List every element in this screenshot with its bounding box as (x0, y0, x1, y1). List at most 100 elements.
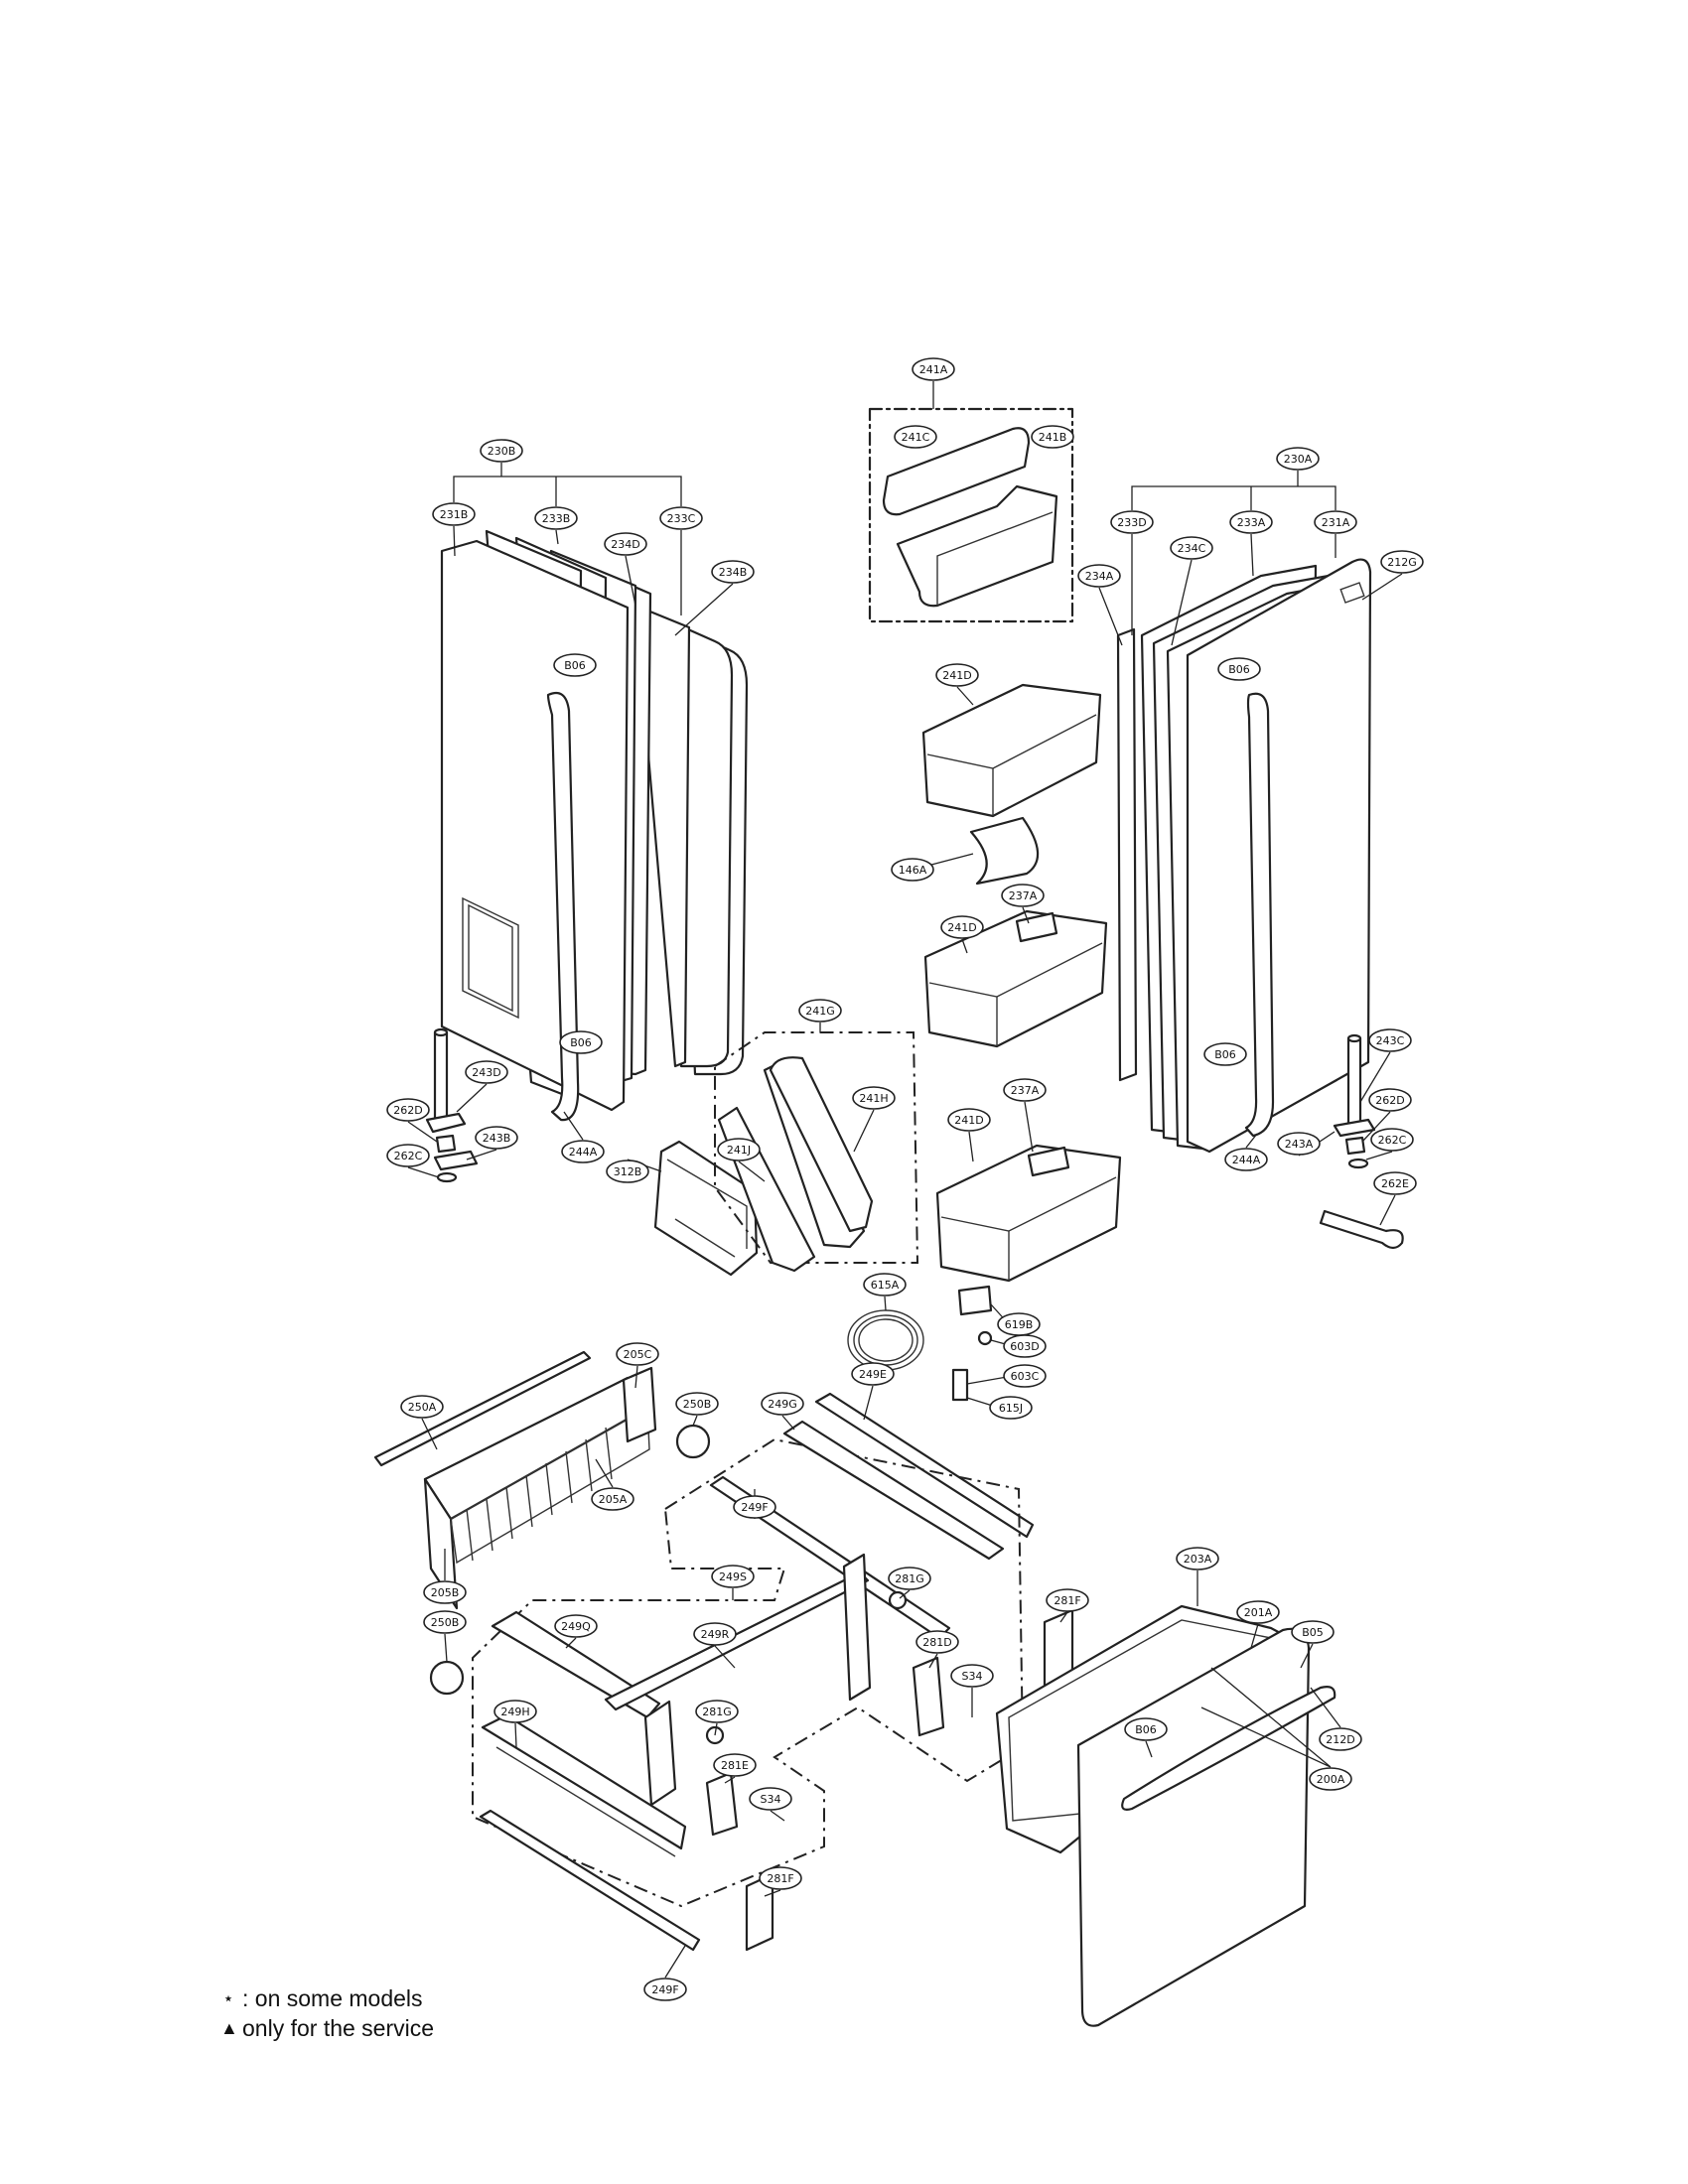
callout-241a: 241A (912, 357, 955, 381)
svg-text:230B: 230B (488, 445, 516, 458)
svg-text:205C: 205C (624, 1348, 652, 1361)
callout-231b: 231B (432, 502, 476, 526)
callout-249e: 249E (851, 1362, 895, 1386)
callout-231a: 231A (1314, 510, 1357, 534)
svg-text:262C: 262C (394, 1150, 423, 1162)
callout-234a: 234A (1077, 564, 1121, 588)
legend-text-some-models: : on some models (242, 1985, 423, 2011)
svg-text:249F: 249F (741, 1501, 768, 1514)
svg-text:230A: 230A (1284, 453, 1313, 466)
svg-text:146A: 146A (899, 864, 927, 877)
callout-s34: S34 (950, 1664, 994, 1688)
svg-text:249R: 249R (701, 1628, 730, 1641)
svg-text:281F: 281F (767, 1872, 793, 1885)
svg-text:233D: 233D (1117, 516, 1146, 529)
svg-text:B06: B06 (564, 659, 586, 672)
svg-text:249Q: 249Q (561, 1620, 591, 1633)
callout-241c: 241C (894, 425, 937, 449)
svg-text:249S: 249S (719, 1570, 747, 1583)
callout-203a: 203A (1176, 1547, 1219, 1570)
callout-249f: 249F (643, 1978, 687, 2001)
callout-281f: 281F (1046, 1588, 1089, 1612)
callout-249g: 249G (761, 1392, 804, 1416)
svg-text:212D: 212D (1326, 1733, 1354, 1746)
callout-250b: 250B (675, 1392, 719, 1416)
callout-237a: 237A (1001, 884, 1045, 907)
callout-200a: 200A (1309, 1767, 1352, 1791)
svg-text:250A: 250A (408, 1401, 437, 1414)
callout-249f: 249F (733, 1495, 776, 1519)
callout-262d: 262D (1368, 1088, 1412, 1112)
svg-text:233A: 233A (1237, 516, 1266, 529)
svg-text:262D: 262D (393, 1104, 422, 1117)
callout-b06: B06 (1217, 657, 1261, 681)
callout-241g: 241G (798, 999, 842, 1023)
callout-249h: 249H (493, 1700, 537, 1723)
right-door-assembly (1116, 558, 1404, 1250)
legend-row-service-only: ▲ only for the service (220, 2013, 434, 2043)
legend-row-some-models: ⋆ : on some models (220, 1983, 434, 2013)
svg-text:312B: 312B (614, 1165, 642, 1178)
svg-text:262D: 262D (1375, 1094, 1404, 1107)
callout-615j: 615J (989, 1396, 1033, 1420)
svg-text:249H: 249H (500, 1706, 529, 1718)
svg-text:200A: 200A (1317, 1773, 1345, 1786)
svg-text:S34: S34 (761, 1793, 781, 1806)
svg-text:241J: 241J (727, 1144, 751, 1157)
svg-text:243A: 243A (1285, 1138, 1314, 1151)
svg-text:B06: B06 (1228, 663, 1250, 676)
svg-text:262E: 262E (1381, 1177, 1409, 1190)
svg-text:233C: 233C (667, 512, 696, 525)
svg-text:231A: 231A (1322, 516, 1350, 529)
svg-text:241C: 241C (902, 431, 930, 444)
svg-text:203A: 203A (1184, 1553, 1212, 1566)
callout-281g: 281G (695, 1700, 739, 1723)
svg-text:231B: 231B (440, 508, 469, 521)
callout-234d: 234D (604, 532, 647, 556)
callout-243a: 243A (1277, 1132, 1321, 1156)
svg-text:603C: 603C (1011, 1370, 1040, 1383)
svg-text:B06: B06 (570, 1036, 592, 1049)
callout-234c: 234C (1170, 536, 1213, 560)
callout-241b: 241B (1031, 425, 1074, 449)
callout-233d: 233D (1110, 510, 1154, 534)
svg-text:250B: 250B (683, 1398, 712, 1411)
svg-text:241B: 241B (1039, 431, 1067, 444)
callout-b06: B06 (1203, 1042, 1247, 1066)
callout-241h: 241H (852, 1086, 896, 1110)
callout-262c: 262C (386, 1144, 430, 1167)
svg-text:281E: 281E (721, 1759, 749, 1772)
callout-249s: 249S (711, 1565, 755, 1588)
svg-text:234C: 234C (1178, 542, 1206, 555)
callout-241d: 241D (935, 663, 979, 687)
callout-205b: 205B (423, 1580, 467, 1604)
callout-249r: 249R (693, 1622, 737, 1646)
svg-text:201A: 201A (1244, 1606, 1273, 1619)
svg-text:241D: 241D (954, 1114, 983, 1127)
svg-text:250B: 250B (431, 1616, 460, 1629)
svg-text:281D: 281D (922, 1636, 951, 1649)
callout-281e: 281E (713, 1753, 757, 1777)
svg-text:B05: B05 (1302, 1626, 1324, 1639)
callout-230a: 230A (1276, 447, 1320, 471)
callout-312b: 312B (606, 1160, 649, 1183)
left-door-assembly (425, 529, 759, 1277)
callout-b06: B06 (1124, 1717, 1168, 1741)
callout-603c: 603C (1003, 1364, 1047, 1388)
svg-text:S34: S34 (962, 1670, 983, 1683)
svg-text:234A: 234A (1085, 570, 1114, 583)
callout-262e: 262E (1373, 1171, 1417, 1195)
svg-text:249G: 249G (768, 1398, 797, 1411)
callout-230b: 230B (480, 439, 523, 463)
svg-text:205B: 205B (431, 1586, 460, 1599)
door-bins (714, 407, 1122, 1283)
svg-text:281F: 281F (1054, 1594, 1080, 1607)
callout-615a: 615A (863, 1273, 907, 1297)
svg-text:243B: 243B (483, 1132, 511, 1145)
svg-text:262C: 262C (1378, 1134, 1407, 1147)
svg-text:244A: 244A (1232, 1154, 1261, 1166)
callout-243d: 243D (465, 1060, 508, 1084)
svg-text:212G: 212G (1387, 556, 1417, 569)
